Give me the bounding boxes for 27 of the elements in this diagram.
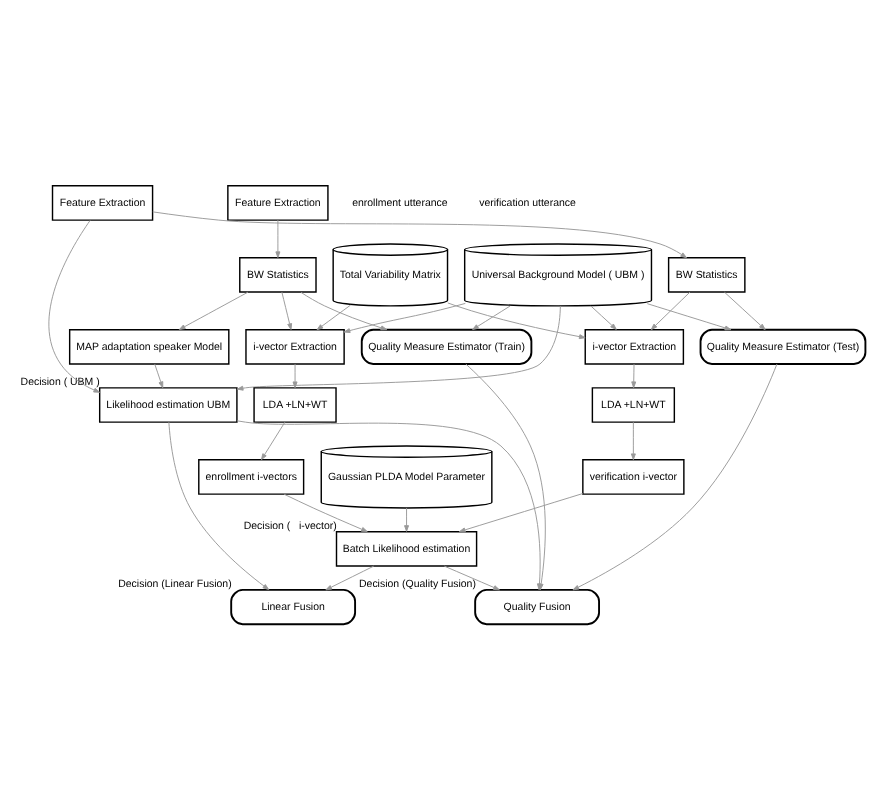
arrow <box>236 304 561 390</box>
arrow <box>447 301 586 339</box>
arrow <box>300 290 388 330</box>
arrow <box>325 564 375 590</box>
arrow <box>316 303 351 330</box>
arrow <box>343 301 466 332</box>
arrow <box>283 492 368 532</box>
arrow <box>590 304 617 329</box>
arrow <box>168 420 270 590</box>
arrow <box>472 304 511 329</box>
arrow <box>404 506 410 531</box>
arrow <box>48 218 101 392</box>
arrow <box>152 210 687 258</box>
arrow <box>443 564 500 590</box>
arrow <box>650 290 691 329</box>
arrow <box>275 218 281 258</box>
arrow <box>178 290 249 329</box>
arrow <box>458 492 584 532</box>
arrow <box>572 362 778 590</box>
arrow <box>646 302 732 330</box>
arrow <box>723 290 766 329</box>
arrow <box>630 420 636 460</box>
arrow <box>292 362 298 388</box>
arrow <box>261 420 286 460</box>
arrow <box>631 362 637 388</box>
arrow <box>281 290 293 329</box>
arrow <box>154 362 164 388</box>
